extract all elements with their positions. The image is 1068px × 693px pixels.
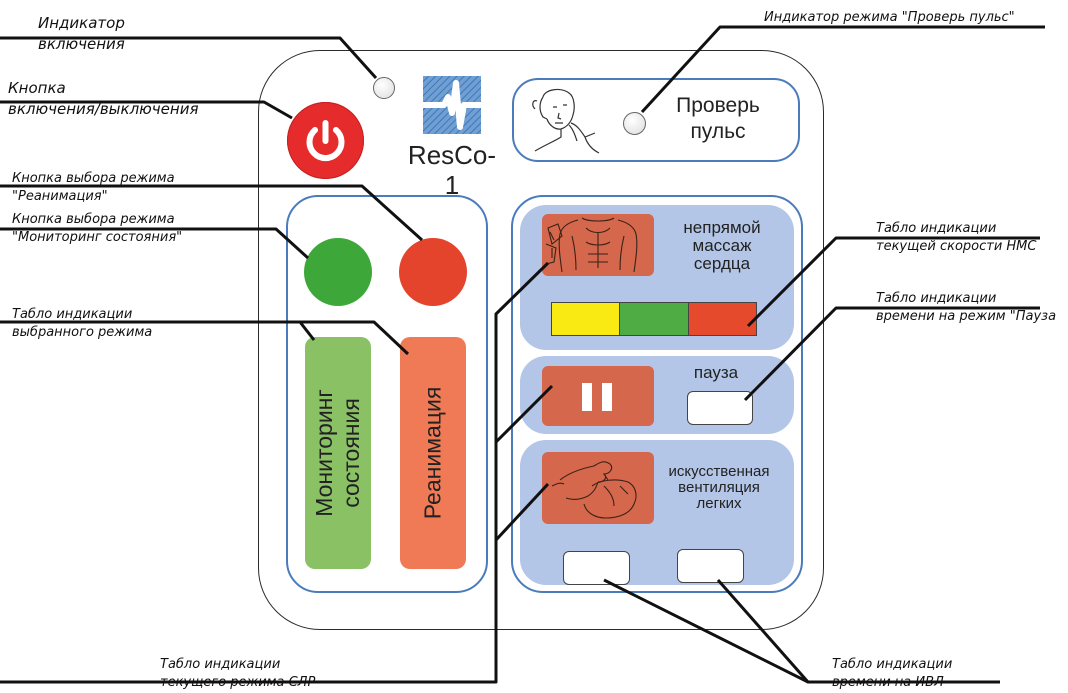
pause-label: пауза [693, 363, 739, 382]
power-indicator-led [373, 77, 395, 99]
callout-pause-time: Табло индикации времени на режим "Пауза [876, 290, 1056, 326]
callout-nms-speed: Табло индикации текущей скорости НМС [876, 220, 1036, 256]
callout-pulse-indicator: Индикатор режима "Проверь пульс" [764, 9, 1015, 27]
callout-reanimation-select: Кнопка выбора режима "Реанимация" [12, 170, 175, 206]
pulse-check-person-icon [532, 88, 600, 154]
callout-power-indicator: Индикатор включения [38, 13, 125, 55]
callout-cpr-mode-line1: Табло индикации [160, 657, 281, 672]
brand-name: ResCo-1 [407, 140, 497, 200]
torso-icon [545, 217, 638, 273]
callout-ivl-time-line1: Табло индикации [832, 657, 953, 672]
callout-selected-mode: Табло индикации выбранного режима [12, 306, 152, 342]
callout-pause-time-line1: Табло индикации [876, 291, 997, 306]
leader-monitoring-select [0, 227, 310, 260]
callout-cpr-mode-line2: текущего режима СЛР [160, 675, 316, 690]
cpr-label-line2: массаж [692, 236, 752, 255]
leader-cpr-mode-ivl [494, 482, 550, 542]
speed-segment-fast [687, 303, 756, 335]
speed-segment-normal [619, 303, 688, 335]
ventilation-label-line1: искусственная [668, 463, 770, 480]
cpr-label-line3: сердца [693, 254, 751, 273]
cpr-mode-indicator [542, 214, 654, 276]
pause-icon [582, 383, 612, 411]
pulse-check-indicator-led [623, 112, 646, 135]
callout-power-button-line1: Кнопка [8, 79, 66, 97]
reanimation-mode-button[interactable] [399, 238, 467, 306]
callout-cpr-mode: Табло индикации текущего режима СЛР [160, 656, 315, 692]
pulse-check-label-line1: Проверь [676, 94, 760, 117]
callout-monitoring-select-line2: "Мониторинг состояния" [12, 230, 183, 245]
leader-pulse-indicator [640, 25, 1045, 114]
cpr-label-line1: непрямой [683, 218, 761, 237]
leader-power-indicator [0, 36, 378, 80]
leader-power-button [0, 100, 293, 120]
leader-nms-speed [746, 236, 1040, 328]
speed-segment-slow [552, 303, 620, 335]
ventilation-label-line3: легких [696, 495, 742, 512]
leader-reanimation-select [0, 184, 424, 242]
reanimation-mode-indicator: Реанимация [400, 337, 466, 569]
ventilation-mode-indicator [542, 452, 654, 524]
callout-monitoring-select: Кнопка выбора режима "Мониторинг состоян… [12, 211, 182, 247]
leader-selected-mode-2 [298, 321, 316, 341]
ivl-time-display-1 [563, 551, 630, 585]
power-button[interactable] [287, 102, 364, 179]
pause-mode-indicator [542, 366, 654, 426]
callout-pulse-indicator-line1: Индикатор режима "Проверь пульс" [764, 10, 1015, 25]
callout-ivl-time-line2: времени на ИВЛ [832, 675, 944, 690]
callout-power-indicator-line2: включения [38, 35, 125, 53]
callout-power-button: Кнопка включения/выключения [8, 78, 198, 120]
medical-cross-logo-icon [423, 76, 481, 134]
power-icon [306, 120, 345, 162]
monitoring-mode-indicator: Мониторинг состояния [305, 337, 371, 569]
leader-cpr-mode [0, 261, 550, 684]
leader-selected-mode [0, 320, 410, 356]
ivl-time-display-2 [677, 549, 744, 583]
nms-speed-indicator [551, 302, 757, 336]
callout-selected-mode-line2: выбранного режима [12, 325, 153, 340]
callout-reanimation-select-line2: "Реанимация" [12, 189, 108, 204]
callout-monitoring-select-line1: Кнопка выбора режима [12, 212, 175, 227]
mouth-to-mouth-icon [551, 461, 637, 519]
callout-power-indicator-line1: Индикатор [38, 14, 125, 32]
monitoring-mode-button[interactable] [304, 238, 372, 306]
callout-nms-speed-line1: Табло индикации [876, 221, 997, 236]
callout-ivl-time: Табло индикации времени на ИВЛ [832, 656, 952, 692]
callout-pause-time-line2: времени на режим "Пауза [876, 309, 1057, 324]
callout-selected-mode-line1: Табло индикации [12, 307, 133, 322]
leader-cpr-mode-pause [494, 384, 554, 444]
pulse-check-panel [512, 78, 800, 162]
callout-power-button-line2: включения/выключения [8, 100, 199, 118]
callout-reanimation-select-line1: Кнопка выбора режима [12, 171, 175, 186]
callout-nms-speed-line2: текущей скорости НМС [876, 239, 1037, 254]
pulse-check-label-line2: пульс [690, 120, 746, 143]
leader-pause-time [743, 306, 1040, 402]
ventilation-label-line2: вентиляция [678, 479, 760, 496]
pause-time-display [687, 391, 753, 425]
leader-ivl-time-2 [603, 578, 809, 684]
